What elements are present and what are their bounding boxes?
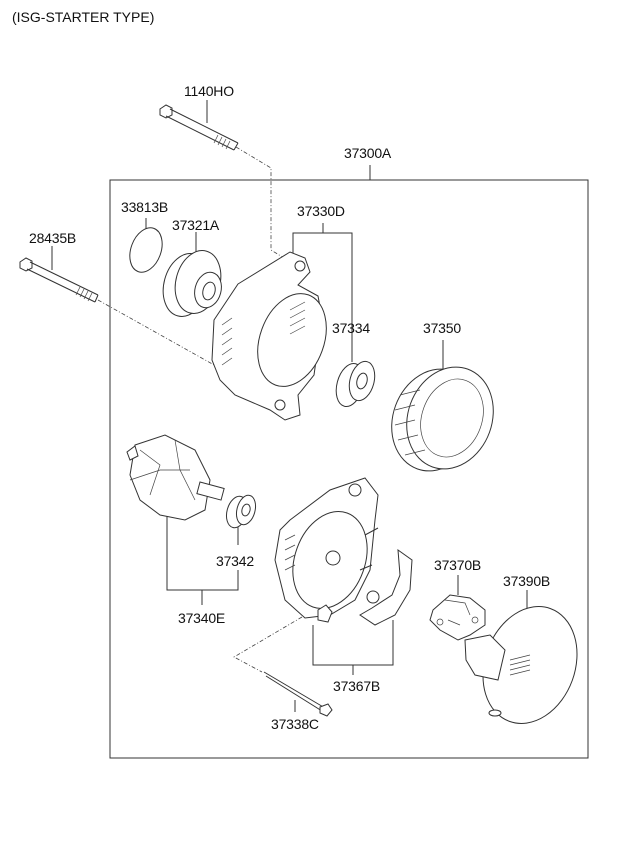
bolt-1140HO[interactable] <box>159 100 285 259</box>
part-label-37390B[interactable]: 37390B <box>503 573 551 589</box>
diagram-title: (ISG-STARTER TYPE) <box>12 9 155 25</box>
assembly-frame <box>109 179 589 759</box>
part-label-37370B[interactable]: 37370B <box>434 557 482 573</box>
part-label-33813B[interactable]: 33813B <box>121 199 169 215</box>
part-label-37367B[interactable]: 37367B <box>333 678 381 694</box>
rear-bracket-37367B[interactable] <box>274 477 413 675</box>
part-label-37330D[interactable]: 37330D <box>297 203 345 219</box>
part-label-28435B[interactable]: 28435B <box>29 230 77 246</box>
part-label-1140HO[interactable]: 1140HO <box>184 83 234 99</box>
part-label-37340E[interactable]: 37340E <box>178 610 226 626</box>
rotor-37340E[interactable] <box>126 434 239 605</box>
rear-cover-37390B[interactable] <box>464 590 593 737</box>
part-label-37321A[interactable]: 37321A <box>172 217 220 233</box>
assembly-label-37300A[interactable]: 37300A <box>344 145 392 161</box>
part-label-37342[interactable]: 37342 <box>216 553 254 569</box>
through-bolt-37338C[interactable] <box>233 616 333 717</box>
bolt-28435B[interactable] <box>19 246 233 376</box>
regulator-37370B[interactable] <box>429 575 486 641</box>
pulley-37321A[interactable] <box>156 232 227 322</box>
part-label-37338C[interactable]: 37338C <box>271 716 319 732</box>
front-bracket-37330D[interactable] <box>211 223 353 421</box>
cover-33813B[interactable] <box>124 218 168 277</box>
part-label-37350[interactable]: 37350 <box>423 320 461 336</box>
stator-37350[interactable] <box>378 340 508 483</box>
bearing-37342[interactable] <box>223 493 258 545</box>
bearing-37334[interactable] <box>332 340 379 410</box>
part-label-37334[interactable]: 37334 <box>332 320 370 336</box>
